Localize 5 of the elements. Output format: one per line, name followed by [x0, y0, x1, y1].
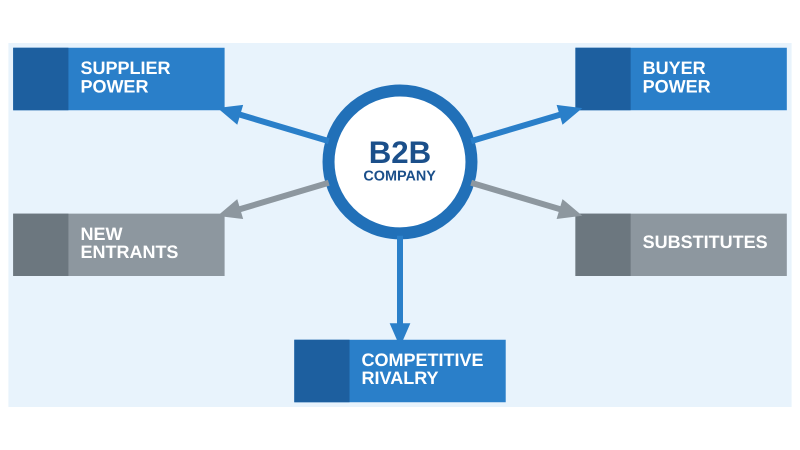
arrow: [217, 104, 330, 144]
arrow: [470, 180, 582, 219]
arrow: [217, 180, 330, 220]
arrow: [470, 104, 582, 144]
node-circle: B2B COMPANY: [322, 84, 478, 240]
